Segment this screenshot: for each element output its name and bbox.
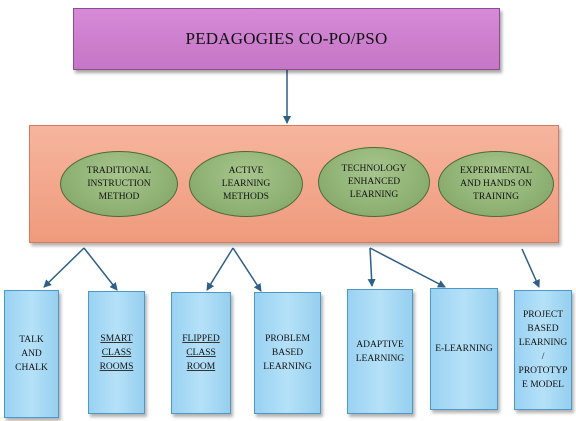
title-box: PEDAGOGIES CO-PO/PSO	[73, 8, 500, 70]
category-label: EXPERIMENTAL AND HANDS ON TRAINING	[459, 165, 533, 202]
category-label: TECHNOLOGY ENHANCED LEARNING	[341, 163, 407, 200]
category-experimental-hands-on: EXPERIMENTAL AND HANDS ON TRAINING	[438, 151, 554, 217]
arrow-to-adaptive-learning	[367, 247, 376, 287]
category-technology-enhanced: TECHNOLOGY ENHANCED LEARNING	[318, 147, 430, 217]
leaf-e-learning: E-LEARNING	[430, 288, 498, 410]
leaf-talk-and-chalk: TALK AND CHALK	[4, 290, 59, 418]
leaf-problem-based-learning: PROBLEM BASED LEARNING	[254, 292, 321, 414]
leaf-smart-class-rooms: SMART CLASS ROOMS	[88, 291, 145, 414]
category-label: TRADITIONAL INSTRUCTION METHOD	[86, 165, 152, 202]
leaf-project-based-learning: PROJECT BASED LEARNING / PROTOTYP E MODE…	[514, 290, 572, 410]
leaf-label: SMART CLASS ROOMS	[99, 333, 134, 372]
category-traditional-instruction: TRADITIONAL INSTRUCTION METHOD	[60, 151, 178, 217]
leaf-flipped-class-room: FLIPPED CLASS ROOM	[171, 292, 231, 414]
leaf-label: E-LEARNING	[435, 344, 493, 354]
arrow-to-e-learning	[369, 247, 446, 288]
leaf-label: PROBLEM BASED LEARNING	[263, 334, 312, 372]
arrow-to-project-based-learning	[521, 248, 540, 288]
leaf-label: PROJECT BASED LEARNING / PROTOTYP E MODE…	[518, 310, 568, 390]
arrow-to-flipped-class-room	[206, 247, 234, 291]
arrow-to-talk-and-chalk	[43, 247, 85, 288]
category-label: ACTIVE LEARNING METHODS	[221, 165, 271, 202]
page-title: PEDAGOGIES CO-PO/PSO	[185, 29, 388, 48]
leaf-adaptive-learning: ADAPTIVE LEARNING	[347, 289, 413, 414]
arrow-to-smart-class-rooms	[83, 247, 118, 291]
category-active-learning: ACTIVE LEARNING METHODS	[189, 151, 303, 217]
leaf-label: ADAPTIVE LEARNING	[355, 339, 405, 364]
arrow-to-problem-based-learning	[232, 247, 262, 292]
leaf-label: TALK AND CHALK	[15, 335, 48, 373]
leaf-label: FLIPPED CLASS ROOM	[182, 334, 220, 372]
